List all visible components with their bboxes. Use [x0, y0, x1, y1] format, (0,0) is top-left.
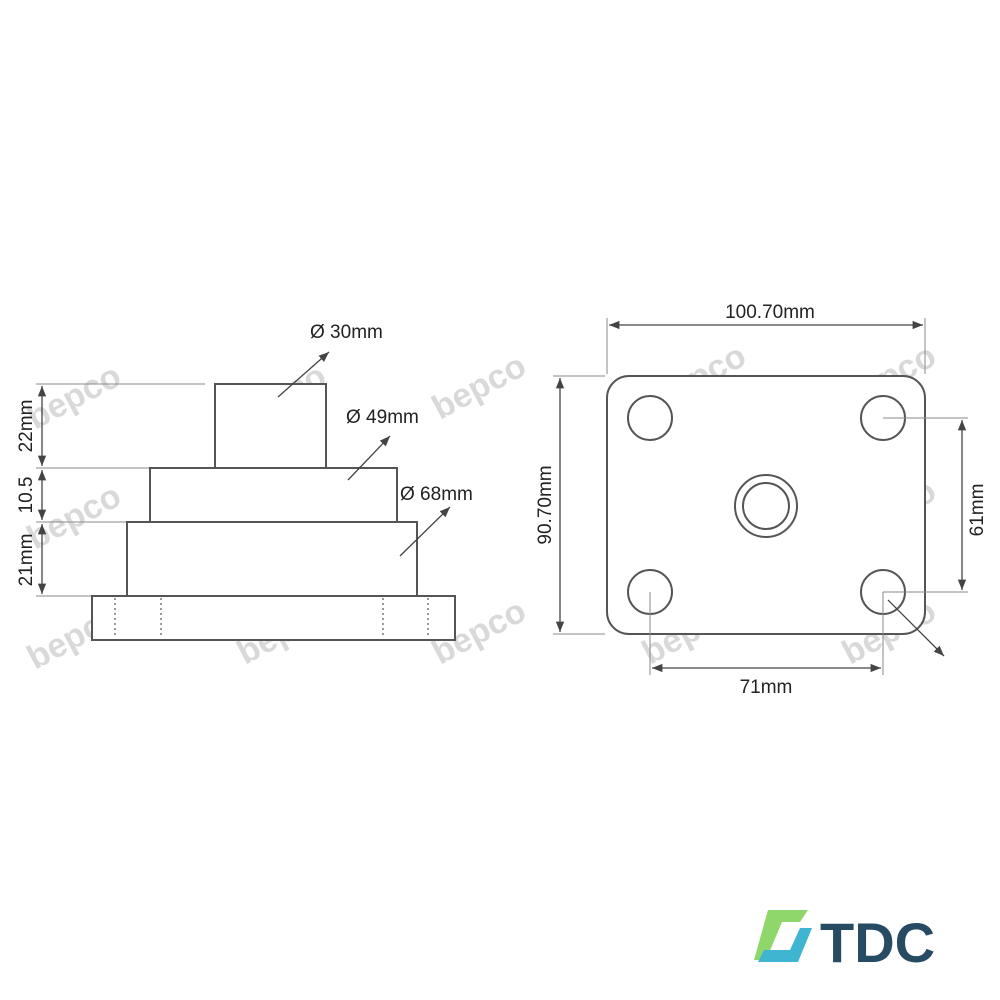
- logo-text: TDC: [820, 911, 935, 974]
- logo-mark-green: [754, 910, 808, 960]
- height-label-top: 22mm: [16, 400, 37, 453]
- hole-spacing-y-label: 61mm: [967, 484, 988, 537]
- height-label: 90.70mm: [535, 465, 556, 544]
- dia-label-bottom: Ø 68mm: [400, 484, 473, 505]
- side-view: 22mm 10.5 21mm Ø 30mm Ø 49mm Ø 68mm: [16, 322, 473, 641]
- hole-spacing-x-label: 71mm: [740, 677, 793, 698]
- bottom-cylinder: [126, 521, 418, 597]
- tdc-logo-mark: [754, 910, 812, 962]
- top-view: 100.70mm 90.70mm 61mm 71mm: [535, 302, 988, 698]
- dia-label-mid: Ø 49mm: [346, 407, 419, 428]
- bolt-hole-top-left: [627, 395, 673, 441]
- width-label: 100.70mm: [725, 302, 815, 323]
- center-boss-inner: [742, 482, 790, 530]
- dia-mid-leader: [347, 435, 391, 481]
- tdc-logo: TDC: [754, 910, 935, 974]
- dia-top-leader: [277, 351, 330, 398]
- watermark-text: bepco: [426, 347, 532, 428]
- height-label-mid: 10.5: [16, 477, 37, 514]
- middle-cylinder: [149, 467, 398, 523]
- dia-label-top: Ø 30mm: [310, 322, 383, 343]
- base-flange: [91, 595, 456, 641]
- top-cylinder: [214, 383, 327, 469]
- dia-bottom-leader: [399, 506, 451, 557]
- logo-mark-blue: [758, 928, 812, 962]
- height-label-bottom: 21mm: [16, 534, 37, 587]
- hole-leader: [887, 599, 945, 657]
